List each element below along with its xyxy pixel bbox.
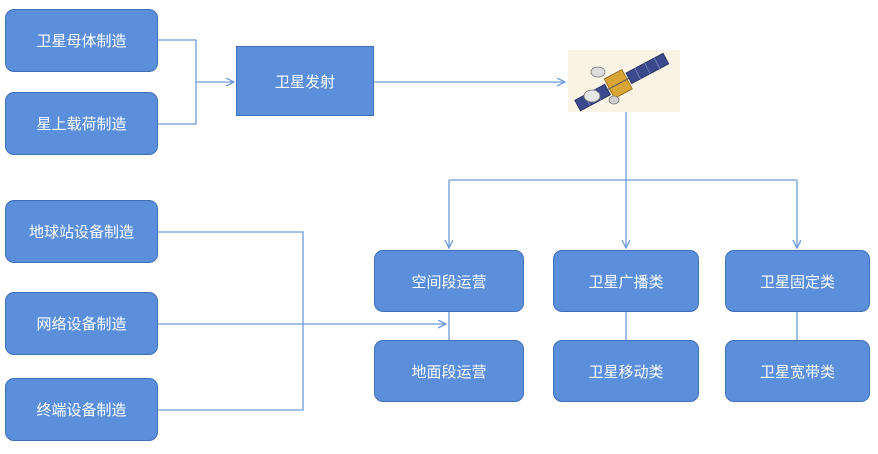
box-label: 卫星移动类: [588, 362, 664, 381]
satellite-icon: [568, 50, 680, 112]
box-label: 卫星发射: [274, 72, 335, 91]
box-label: 地球站设备制造: [28, 223, 134, 241]
box-label: 卫星广播类: [588, 272, 664, 291]
ground-segment-operation-box: 地面段运营: [374, 340, 524, 402]
payload-manufacturing-box: 星上载荷制造: [5, 92, 158, 155]
network-equipment-manufacturing-box: 网络设备制造: [5, 292, 158, 355]
space-segment-operation-box: 空间段运营: [374, 250, 524, 312]
line-mother-to-launch: [158, 39, 234, 82]
box-label: 网络设备制造: [36, 315, 127, 333]
satellite-broadcast-box: 卫星广播类: [553, 250, 699, 312]
box-label: 空间段运营: [411, 272, 487, 291]
satellite-broadband-box: 卫星宽带类: [725, 340, 870, 402]
satellite-body-manufacturing-box: 卫星母体制造: [5, 9, 158, 72]
satellite-mobile-box: 卫星移动类: [553, 340, 699, 402]
satellite-launch-box: 卫星发射: [236, 46, 374, 116]
line-payload-to-launch: [158, 82, 197, 125]
satellite-fixed-box: 卫星固定类: [725, 250, 870, 312]
box-label: 地面段运营: [411, 362, 487, 381]
box-label: 终端设备制造: [36, 401, 127, 419]
earth-station-manufacturing-box: 地球站设备制造: [5, 200, 158, 263]
box-label: 卫星母体制造: [36, 32, 127, 50]
box-label: 卫星宽带类: [759, 362, 835, 381]
box-label: 卫星固定类: [759, 272, 835, 291]
box-label: 星上载荷制造: [36, 115, 127, 133]
terminal-equipment-manufacturing-box: 终端设备制造: [5, 378, 158, 441]
line-earthstation-bracket: [158, 231, 304, 411]
